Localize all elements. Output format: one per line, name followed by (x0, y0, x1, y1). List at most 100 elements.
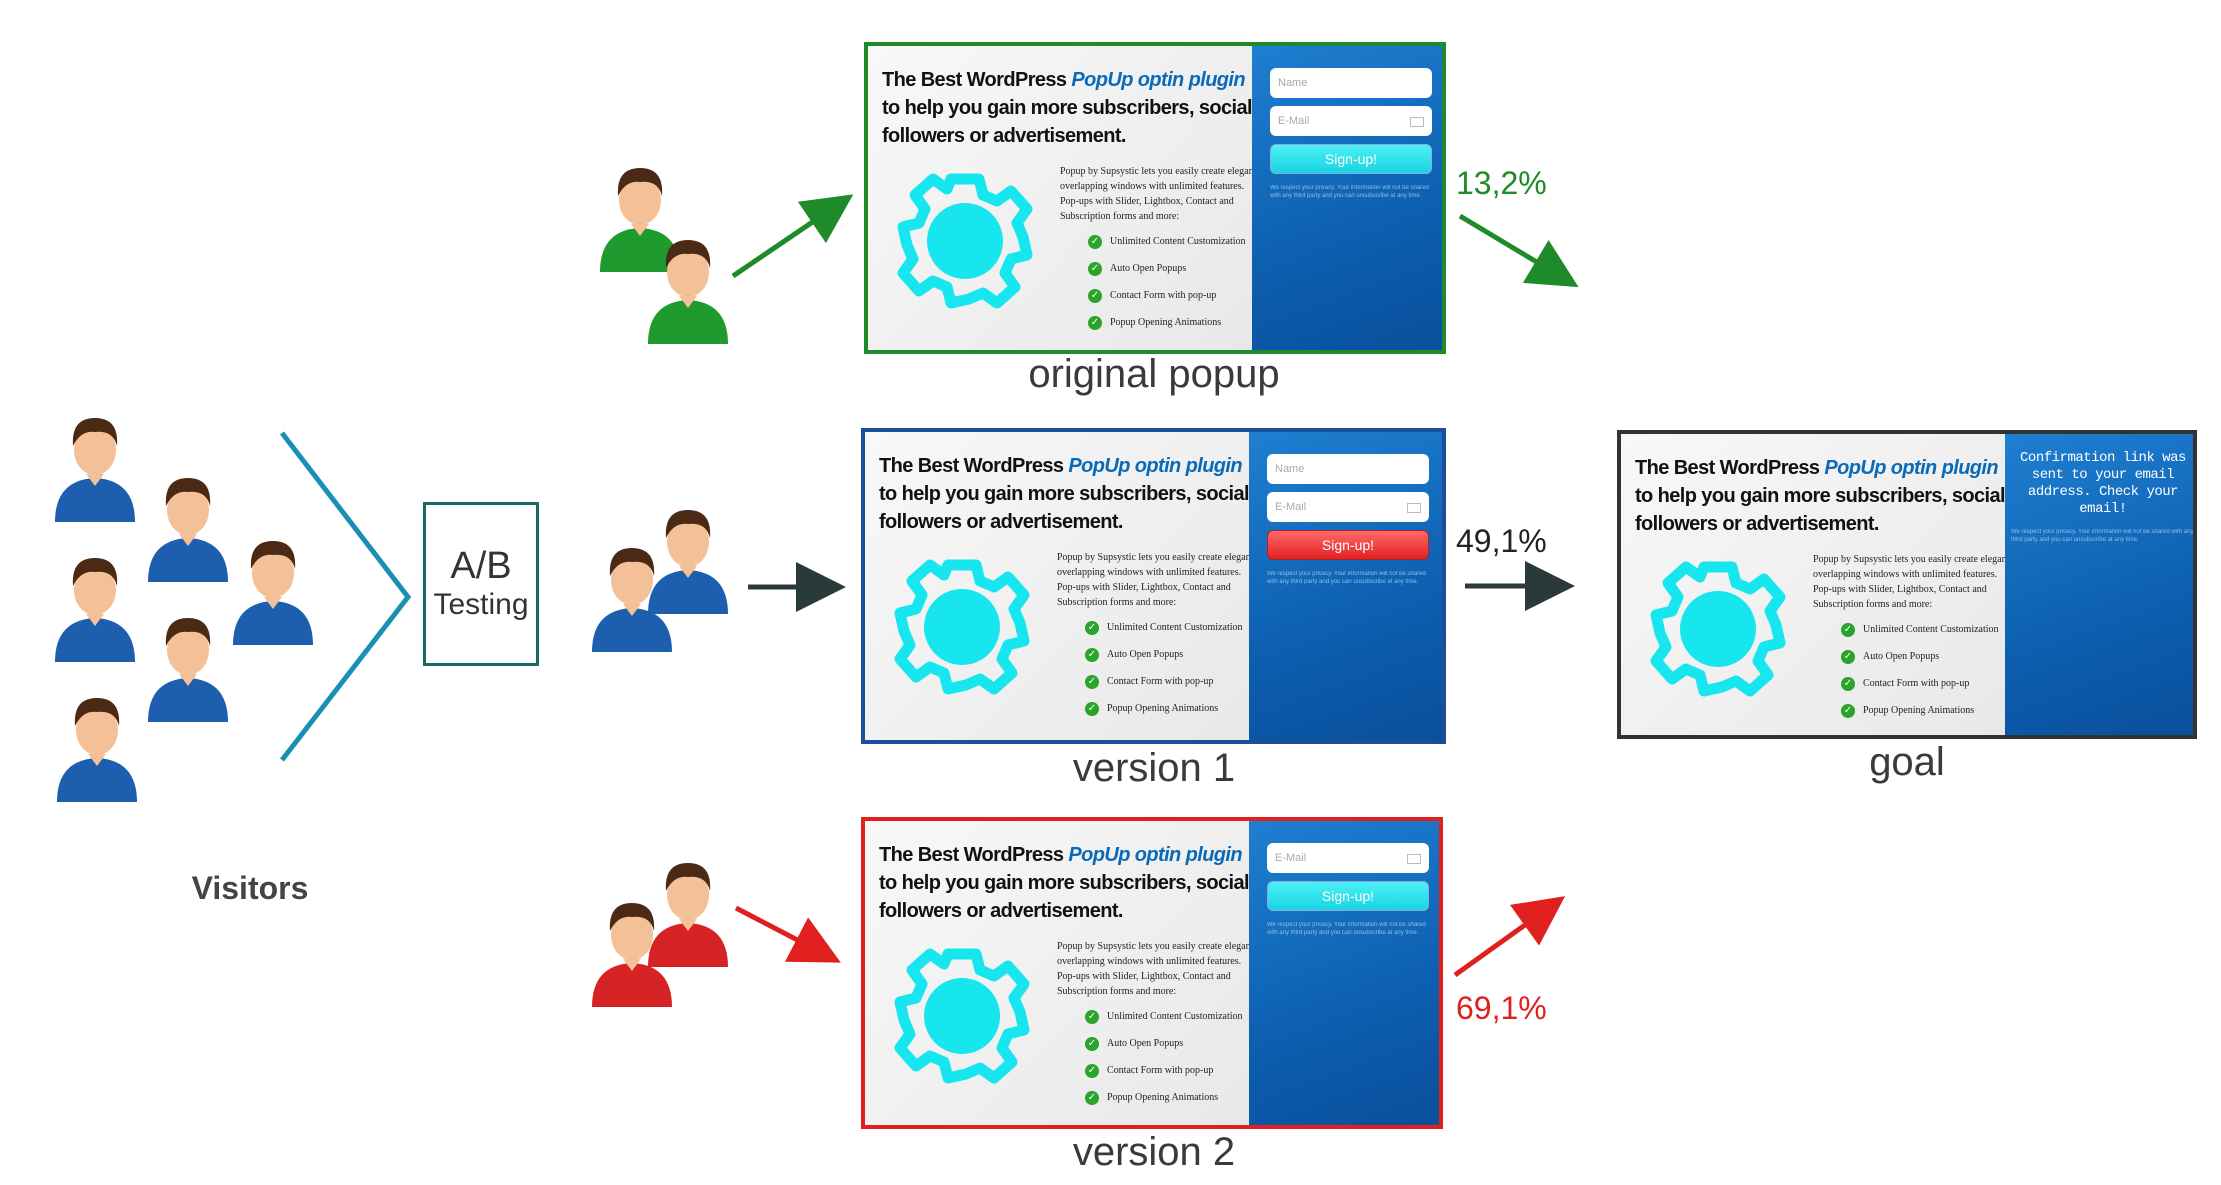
mail-icon (1407, 503, 1421, 513)
feature-text: Unlimited Content Customization (1110, 236, 1246, 247)
feature-text: Unlimited Content Customization (1107, 1011, 1243, 1022)
feature-item: ✓ Contact Form with pop-up (1085, 668, 1243, 695)
signup-button[interactable]: Sign-up! (1270, 144, 1432, 174)
headline-post: to help you gain more subscribers, socia… (879, 483, 1250, 533)
headline-highlight: PopUp optin plugin (1824, 457, 1999, 479)
version1-popup: The Best WordPress PopUp optin plugin to… (861, 428, 1446, 744)
popup-form: Confirmation link was sent to your email… (2005, 434, 2194, 735)
headline-highlight: PopUp optin plugin (1068, 455, 1243, 477)
feature-item: ✓Popup Opening Animations (1841, 697, 1999, 724)
arrow-icon (734, 905, 841, 963)
popup-description: Popup by Supsystic lets you easily creat… (1057, 941, 1254, 997)
email-field[interactable]: E-Mail (1267, 492, 1429, 522)
feature-item: ✓Popup Opening Animations (1088, 309, 1246, 336)
check-icon: ✓ (1841, 649, 1855, 664)
mail-icon (1407, 854, 1421, 864)
gear-icon (897, 173, 1033, 309)
version2-popup: The Best WordPress PopUp optin plugin to… (861, 817, 1443, 1129)
popup-content: The Best WordPress PopUp optin plugin to… (865, 821, 1253, 1125)
goal-popup: The Best WordPress PopUp optin plugin to… (1617, 430, 2197, 739)
feature-item: ✓ Unlimited Content Customization (1088, 228, 1246, 255)
visitor-person-icon (148, 618, 228, 722)
headline-highlight: PopUp optin plugin (1068, 844, 1243, 866)
visitors-label: Visitors (191, 870, 309, 906)
feature-list: ✓Unlimited Content Customization ✓Auto O… (1088, 228, 1246, 336)
check-icon: ✓ (1085, 1009, 1099, 1024)
headline-pre: The Best WordPress (879, 844, 1069, 866)
caption-goal: goal (1869, 740, 1945, 784)
popup-description: Popup by Supsystic lets you easily creat… (1813, 554, 2010, 610)
fine-print: We respect your privacy. Your informatio… (1267, 922, 1426, 936)
check-icon: ✓ (1088, 288, 1102, 303)
feature-text: Auto Open Popups (1107, 1038, 1184, 1049)
check-icon: ✓ (1088, 234, 1102, 249)
gear-icon (894, 559, 1030, 695)
gear-icon (894, 948, 1030, 1084)
check-icon: ✓ (1085, 647, 1099, 662)
mail-icon (1410, 117, 1424, 127)
arrow-icon (1453, 896, 1566, 978)
feature-text: Popup Opening Animations (1863, 705, 1975, 716)
email-placeholder: E-Mail (1275, 501, 1307, 513)
popup-headline: The Best WordPress PopUp optin plugin to… (879, 452, 1250, 536)
feature-item: ✓Popup Opening Animations (1085, 695, 1243, 722)
visitor-group (55, 418, 313, 802)
arrow-icon (1458, 213, 1579, 288)
group-green (600, 168, 728, 344)
popup-description: Popup by Supsystic lets you easily creat… (1057, 552, 1254, 608)
fine-print: We respect your privacy. Your informatio… (1270, 185, 1429, 199)
check-icon: ✓ (1841, 676, 1855, 691)
name-field[interactable]: Name (1270, 68, 1432, 98)
signup-button[interactable]: Sign-up! (1267, 530, 1429, 560)
headline-pre: The Best WordPress (879, 455, 1069, 477)
headline-pre: The Best WordPress (1635, 457, 1825, 479)
check-icon: ✓ (1088, 261, 1102, 276)
popup-form: Name E-Mail Sign-up! We respect your pri… (1252, 46, 1442, 350)
headline-highlight: PopUp optin plugin (1071, 69, 1246, 91)
feature-item: ✓ Unlimited Content Customization (1085, 1003, 1243, 1030)
email-field[interactable]: E-Mail (1267, 843, 1429, 873)
feature-text: Popup Opening Animations (1110, 317, 1222, 328)
feature-item: ✓Popup Opening Animations (1085, 1084, 1243, 1111)
red-person-icon (648, 863, 728, 967)
popup-headline: The Best WordPress PopUp optin plugin to… (882, 66, 1253, 150)
rate-version2: 69,1% (1456, 990, 1547, 1026)
feature-text: Auto Open Popups (1863, 651, 1940, 662)
check-icon: ✓ (1085, 674, 1099, 689)
popup-headline: The Best WordPress PopUp optin plugin to… (1635, 454, 2006, 538)
check-icon: ✓ (1841, 622, 1855, 637)
feature-text: Auto Open Popups (1107, 649, 1184, 660)
popup-content: The Best WordPress PopUp optin plugin to… (868, 46, 1256, 350)
blue-person-icon (648, 510, 728, 614)
headline-pre: The Best WordPress (882, 69, 1072, 91)
feature-item: ✓Contact Form with pop-up (1088, 282, 1246, 309)
feature-list: ✓Unlimited Content Customization ✓Auto O… (1085, 614, 1243, 722)
signup-button[interactable]: Sign-up! (1267, 881, 1429, 911)
feature-text: Popup Opening Animations (1107, 1092, 1219, 1103)
email-field[interactable]: E-Mail (1270, 106, 1432, 136)
feature-text: Popup Opening Animations (1107, 703, 1219, 714)
fine-print: We respect your privacy. Your informatio… (1267, 571, 1426, 585)
popup-content: The Best WordPress PopUp optin plugin to… (865, 432, 1253, 740)
feature-item: ✓ Auto Open Popups (1841, 643, 1999, 670)
headline-post: to help you gain more subscribers, socia… (1635, 485, 2006, 535)
gear-icon (1650, 561, 1786, 697)
feature-item: ✓ Auto Open Popups (1085, 641, 1243, 668)
ab-testing-box: A/B Testing (423, 502, 539, 666)
confirmation-message: Confirmation link was sent to your email… (2020, 450, 2186, 517)
popup-form: Name E-Mail Sign-up! We respect your pri… (1249, 432, 1442, 740)
feature-item: ✓Contact Form with pop-up (1841, 670, 1999, 697)
fine-print: We respect your privacy. Your informatio… (2011, 529, 2194, 543)
arrow-icon (731, 194, 854, 279)
check-icon: ✓ (1085, 1036, 1099, 1051)
feature-list: ✓ Unlimited Content Customization ✓ Auto O… (1085, 1003, 1243, 1111)
feature-list: ✓Unlimited Content Customization ✓Auto O… (1841, 616, 1999, 724)
feature-text: Contact Form with pop-up (1107, 676, 1214, 687)
rate-original: 13,2% (1456, 165, 1547, 201)
popup-form: E-Mail Sign-up! We respect your privacy.… (1249, 821, 1439, 1125)
feature-item: ✓ Auto Open Popups (1085, 1030, 1243, 1057)
split-bracket (280, 431, 412, 762)
visitor-person-icon (55, 558, 135, 662)
name-field[interactable]: Name (1267, 454, 1429, 484)
headline-post: to help you gain more subscribers, socia… (879, 872, 1250, 922)
